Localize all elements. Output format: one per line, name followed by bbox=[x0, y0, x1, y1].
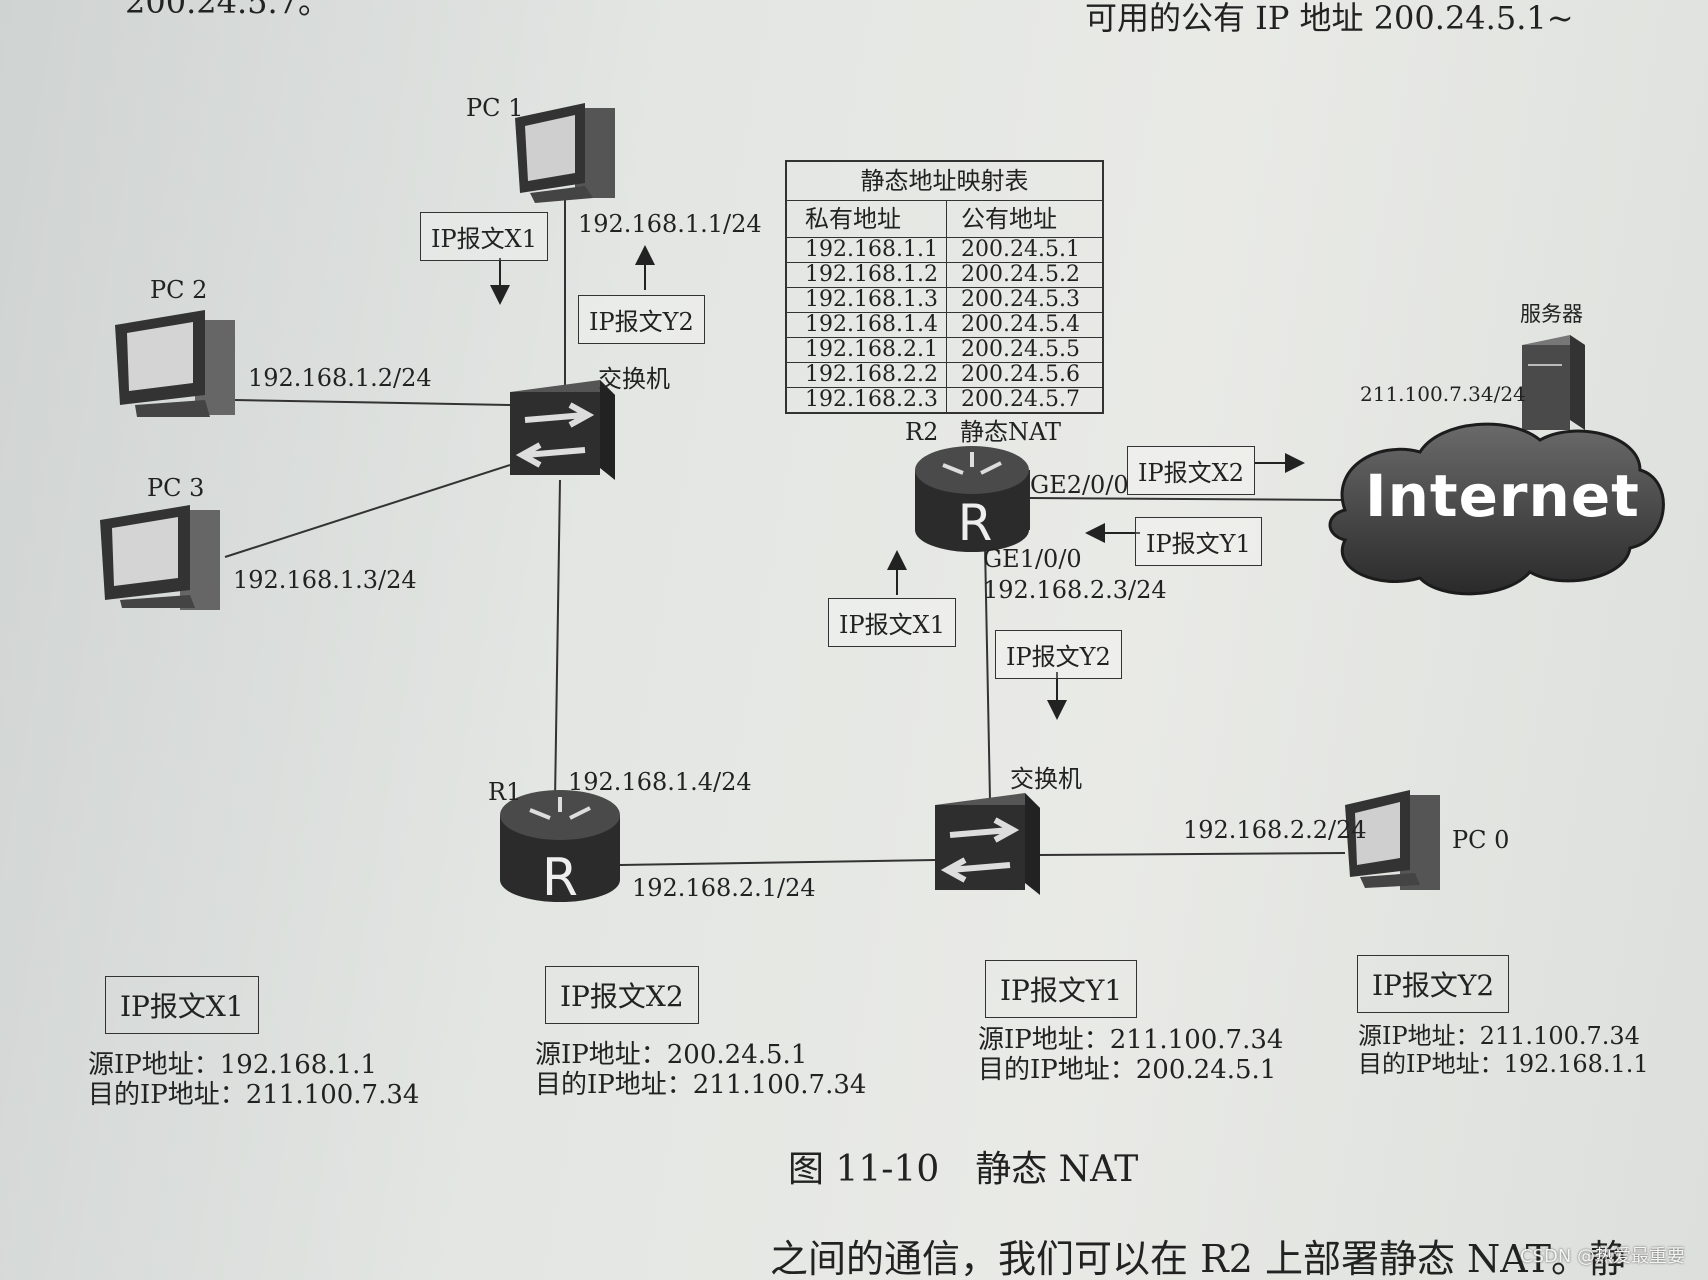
packet-y1-box-r2: IP报文Y1 bbox=[1135, 517, 1262, 566]
pc2-icon bbox=[115, 310, 235, 417]
packet-x1-box-r2: IP报文X1 bbox=[828, 598, 956, 647]
table-row: 192.168.2.2 200.24.5.6 bbox=[787, 363, 1102, 388]
internet-label: Internet bbox=[1365, 462, 1640, 530]
internet-cloud-icon bbox=[1328, 422, 1665, 596]
pc3-ip: 192.168.1.3/24 bbox=[233, 566, 417, 594]
packet-x1-dst: 目的IP地址：211.100.7.34 bbox=[88, 1080, 420, 1110]
packet-x2-info: 源IP地址：200.24.5.1 目的IP地址：211.100.7.34 bbox=[535, 1040, 866, 1100]
switch-top-icon bbox=[510, 380, 615, 480]
top-text-left: 200.24.5.7。 bbox=[125, 0, 331, 21]
table-row: 192.168.2.1 200.24.5.5 bbox=[787, 338, 1102, 363]
router-r1-icon: R bbox=[500, 790, 620, 908]
router-r2-icon: R bbox=[915, 446, 1030, 552]
r1-up-ip: 192.168.1.4/24 bbox=[568, 768, 752, 796]
packet-y2-src: 源IP地址：211.100.7.34 bbox=[1358, 1022, 1640, 1050]
r1-right-ip: 192.168.2.1/24 bbox=[632, 874, 816, 902]
r2-ge1-ip: 192.168.2.3/24 bbox=[983, 576, 1167, 604]
private-address: 192.168.1.2 bbox=[787, 263, 947, 287]
public-address: 200.24.5.3 bbox=[961, 287, 1080, 312]
packet-y1-dst: 目的IP地址：200.24.5.1 bbox=[978, 1055, 1277, 1085]
pc2-ip: 192.168.1.2/24 bbox=[248, 364, 432, 392]
public-address: 200.24.5.1 bbox=[961, 237, 1080, 262]
private-address: 192.168.2.1 bbox=[787, 338, 947, 362]
private-address: 192.168.1.4 bbox=[787, 313, 947, 337]
table-row: 192.168.1.2 200.24.5.2 bbox=[787, 263, 1102, 288]
top-text-right: 可用的公有 IP 地址 200.24.5.1~ bbox=[1085, 0, 1574, 37]
packet-y1-src: 源IP地址：211.100.7.34 bbox=[978, 1025, 1284, 1055]
packet-x1-src: 源IP地址：192.168.1.1 bbox=[88, 1050, 377, 1080]
packet-y2-dst: 目的IP地址：192.168.1.1 bbox=[1358, 1050, 1649, 1078]
switch-bottom-label: 交换机 bbox=[1010, 765, 1082, 793]
packet-x2-src: 源IP地址：200.24.5.1 bbox=[535, 1040, 808, 1070]
r1-label: R1 bbox=[488, 778, 522, 806]
svg-text:R: R bbox=[958, 494, 993, 552]
pc0-label: PC 0 bbox=[1452, 826, 1510, 854]
packet-x1-info-title: IP报文X1 bbox=[105, 976, 259, 1034]
mapping-header-public: 公有地址 bbox=[961, 205, 1057, 233]
server-label: 服务器 bbox=[1520, 302, 1583, 326]
r2-ge2-label: GE2/0/0 bbox=[1030, 471, 1129, 499]
pc3-label: PC 3 bbox=[147, 474, 205, 502]
public-address: 200.24.5.5 bbox=[961, 337, 1080, 362]
bottom-text: 之间的通信，我们可以在 R2 上部署静态 NAT。静 bbox=[770, 1237, 1627, 1280]
private-address: 192.168.1.3 bbox=[787, 288, 947, 312]
public-address: 200.24.5.4 bbox=[961, 312, 1080, 337]
mapping-table-title: 静态地址映射表 bbox=[787, 162, 1102, 201]
mapping-header-private: 私有地址 bbox=[787, 201, 947, 237]
packet-y1-info-title: IP报文Y1 bbox=[985, 960, 1138, 1018]
link-pc3-switch bbox=[224, 464, 511, 558]
packet-x2-box-r2: IP报文X2 bbox=[1127, 446, 1255, 495]
packet-x2-dst: 目的IP地址：211.100.7.34 bbox=[535, 1070, 867, 1100]
svg-text:R: R bbox=[542, 848, 578, 908]
link-switch2-pc0 bbox=[1039, 852, 1346, 856]
table-row: 192.168.1.3 200.24.5.3 bbox=[787, 288, 1102, 313]
r2-mode-label: 静态NAT bbox=[960, 418, 1062, 446]
packet-y2-info: 源IP地址：211.100.7.34 目的IP地址：192.168.1.1 bbox=[1358, 1022, 1649, 1078]
table-row: 192.168.1.4 200.24.5.4 bbox=[787, 313, 1102, 338]
public-address: 200.24.5.7 bbox=[961, 387, 1080, 412]
packet-x1-info: 源IP地址：192.168.1.1 目的IP地址：211.100.7.34 bbox=[88, 1050, 419, 1110]
figure-caption: 图 11-10 静态 NAT bbox=[788, 1149, 1139, 1190]
pc1-label: PC 1 bbox=[466, 94, 524, 122]
packet-y2-box-top: IP报文Y2 bbox=[578, 295, 705, 344]
public-address: 200.24.5.6 bbox=[961, 362, 1080, 387]
private-address: 192.168.2.3 bbox=[787, 388, 947, 412]
pc2-label: PC 2 bbox=[150, 276, 208, 304]
private-address: 192.168.2.2 bbox=[787, 363, 947, 387]
public-address: 200.24.5.2 bbox=[961, 262, 1080, 287]
server-icon bbox=[1522, 335, 1585, 430]
link-pc2-switch bbox=[234, 399, 511, 406]
packet-y2-info-title: IP报文Y2 bbox=[1357, 955, 1510, 1013]
pc1-icon bbox=[515, 103, 615, 203]
pc3-icon bbox=[100, 505, 220, 610]
mapping-table-header: 私有地址 公有地址 bbox=[787, 201, 1102, 238]
watermark: CSDN @热爱最重要 bbox=[1520, 1246, 1686, 1267]
r2-label: R2 bbox=[905, 418, 939, 446]
link-switch-r1 bbox=[554, 479, 561, 801]
pc0-ip: 192.168.2.2/24 bbox=[1183, 816, 1367, 844]
link-r2-internet bbox=[1029, 497, 1346, 501]
server-ip: 211.100.7.34/24 bbox=[1360, 382, 1526, 406]
switch-top-label: 交换机 bbox=[598, 365, 670, 393]
pc0-icon bbox=[1345, 790, 1440, 890]
private-address: 192.168.1.1 bbox=[787, 238, 947, 262]
packet-y1-info: 源IP地址：211.100.7.34 目的IP地址：200.24.5.1 bbox=[978, 1025, 1283, 1085]
packet-y2-box-r2: IP报文Y2 bbox=[995, 630, 1122, 679]
packet-x1-box-top: IP报文X1 bbox=[420, 212, 548, 261]
packet-x2-info-title: IP报文X2 bbox=[545, 966, 699, 1024]
link-r1-switch2 bbox=[619, 859, 936, 866]
r2-ge1-label: GE1/0/0 bbox=[983, 545, 1082, 573]
pc1-ip: 192.168.1.1/24 bbox=[578, 210, 762, 238]
table-row: 192.168.1.1 200.24.5.1 bbox=[787, 238, 1102, 263]
table-row: 192.168.2.3 200.24.5.7 bbox=[787, 388, 1102, 412]
link-r2-switch2 bbox=[984, 544, 991, 801]
switch-bottom-icon bbox=[935, 793, 1040, 895]
